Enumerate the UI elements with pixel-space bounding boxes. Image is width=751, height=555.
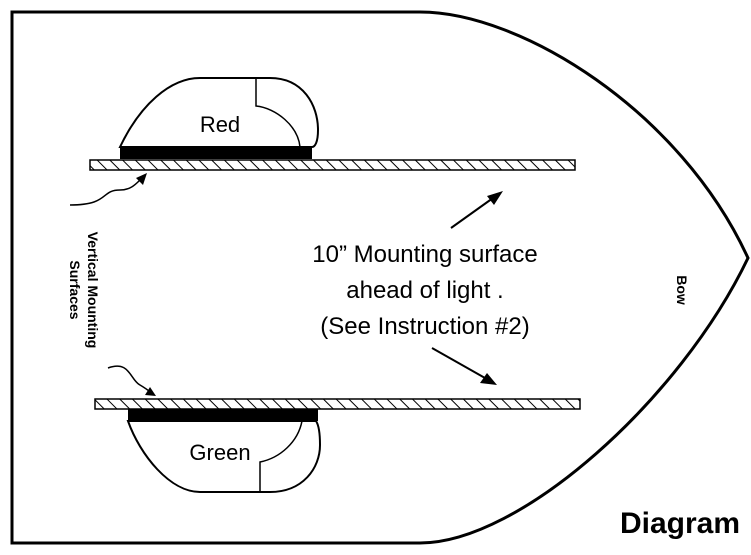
- hull-outline: [10, 10, 750, 545]
- upper-squiggle-arrow: [69, 173, 147, 206]
- diagram-title: Diagram: [620, 507, 740, 540]
- lower-squiggle-arrow: [107, 365, 156, 396]
- mounting-note-line3: (See Instruction #2): [320, 313, 529, 340]
- lower-arrow: [431, 347, 497, 385]
- vertical-surfaces-line2: Surfaces: [67, 260, 83, 319]
- bow-label: Bow: [674, 275, 690, 305]
- vertical-surfaces-line1: Vertical Mounting: [85, 232, 101, 349]
- green-light-label: Green: [189, 440, 250, 465]
- red-light-icon: [118, 77, 320, 159]
- upper-mounting-surface: [89, 159, 576, 171]
- lower-mounting-surface: [94, 398, 581, 410]
- mounting-note-line1: 10” Mounting surface: [312, 241, 537, 268]
- green-light-icon: [126, 409, 322, 493]
- mounting-note-line2: ahead of light .: [346, 277, 503, 304]
- red-light-label: Red: [200, 112, 240, 137]
- upper-arrow: [450, 191, 503, 229]
